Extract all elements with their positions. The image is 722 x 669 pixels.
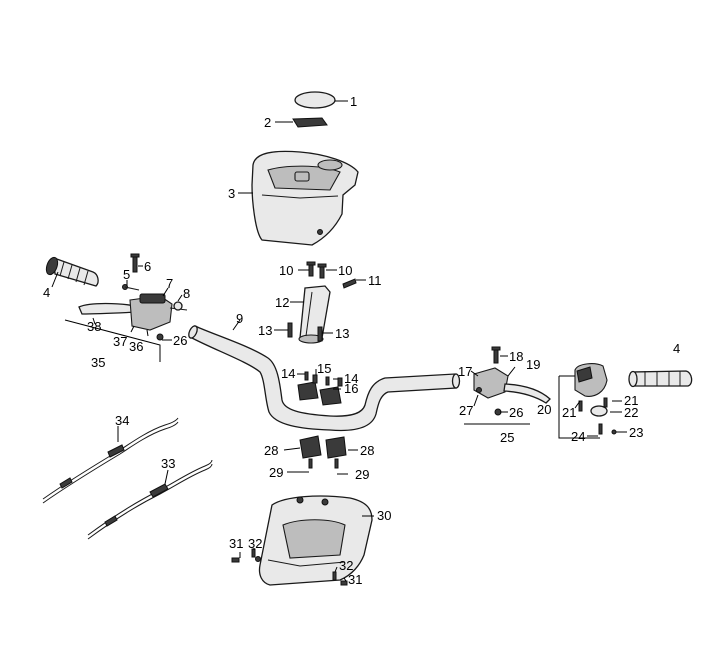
callout-32-right: 32 [339, 558, 353, 573]
callout-10-right: 10 [338, 263, 352, 278]
callout-31-left: 31 [229, 536, 243, 551]
callout-20: 20 [537, 402, 551, 417]
part-18-screw [493, 348, 499, 364]
callout-4-right: 4 [673, 341, 680, 356]
callout-29-right: 29 [355, 467, 369, 482]
callout-26-right: 26 [509, 405, 523, 420]
part-2-emblem [292, 117, 328, 128]
callout-29-left: 29 [269, 465, 283, 480]
callout-13-left: 13 [258, 323, 272, 338]
callout-16: 16 [344, 381, 358, 396]
callout-6: 6 [144, 259, 151, 274]
callout-7: 7 [166, 276, 173, 291]
right-switch-assembly [574, 363, 617, 435]
callout-26-left: 26 [173, 333, 187, 348]
callout-2: 2 [264, 115, 271, 130]
callout-11: 11 [368, 273, 382, 288]
callout-17: 17 [458, 364, 472, 379]
callout-21-left: 21 [562, 405, 576, 420]
callout-24: 24 [571, 429, 585, 444]
callout-23: 23 [629, 425, 643, 440]
part-4-left-grip [45, 256, 99, 287]
part-4-right-grip [628, 370, 693, 388]
part-9-handlebar [188, 325, 461, 432]
callout-33: 33 [161, 456, 175, 471]
callout-15: 15 [317, 361, 331, 376]
callout-28-left: 28 [264, 443, 278, 458]
callout-35: 35 [91, 355, 105, 370]
callout-25: 25 [500, 430, 514, 445]
callout-9: 9 [236, 311, 243, 326]
bolts-10-11-13 [287, 261, 357, 342]
part-31-screw [231, 557, 240, 563]
left-master-cylinder-assembly [78, 253, 188, 341]
callout-28-right: 28 [360, 443, 374, 458]
callout-labels: 1 2 3 4 4 5 6 7 8 9 10 10 11 12 13 13 14… [43, 94, 680, 587]
callout-1: 1 [350, 94, 357, 109]
part-27-pin [476, 387, 482, 393]
callout-22: 22 [624, 405, 638, 420]
part-38-brake-lever [78, 302, 140, 315]
part-30-lower-cover [231, 495, 373, 586]
right-brake-assembly [473, 346, 551, 416]
part-8-mirror-mount [173, 301, 183, 311]
callout-38: 38 [87, 319, 101, 334]
part-19-brake-lever [503, 383, 551, 404]
leader-lines [51, 100, 627, 582]
callout-34: 34 [115, 413, 129, 428]
callout-30: 30 [377, 508, 391, 523]
callout-10-left: 10 [279, 263, 293, 278]
upper-clamps-14-15-16 [297, 371, 343, 406]
callout-3: 3 [228, 186, 235, 201]
callout-37: 37 [113, 334, 127, 349]
callout-13-right: 13 [335, 326, 349, 341]
callout-19: 19 [526, 357, 540, 372]
callout-32-left: 32 [248, 536, 262, 551]
part-26-nut [156, 333, 164, 341]
part-1-cap [294, 91, 336, 109]
cables-33-34 [42, 417, 213, 540]
callout-21-right: 21 [624, 393, 638, 408]
part-3-upper-cover [251, 150, 359, 246]
callout-27: 27 [459, 403, 473, 418]
callout-36: 36 [129, 339, 143, 354]
callout-14-left: 14 [281, 366, 295, 381]
callout-8: 8 [183, 286, 190, 301]
callout-14-right: 14 [344, 371, 358, 386]
callout-4-left: 4 [43, 285, 50, 300]
callout-12: 12 [275, 295, 289, 310]
lower-clamps-28-29 [299, 435, 347, 469]
callout-18: 18 [509, 349, 523, 364]
part-7-reservoir-cap [139, 293, 166, 304]
callout-31-right: 31 [348, 572, 362, 587]
part-6-screw [132, 255, 138, 273]
callout-5: 5 [123, 267, 130, 282]
part-12-riser [298, 285, 331, 344]
